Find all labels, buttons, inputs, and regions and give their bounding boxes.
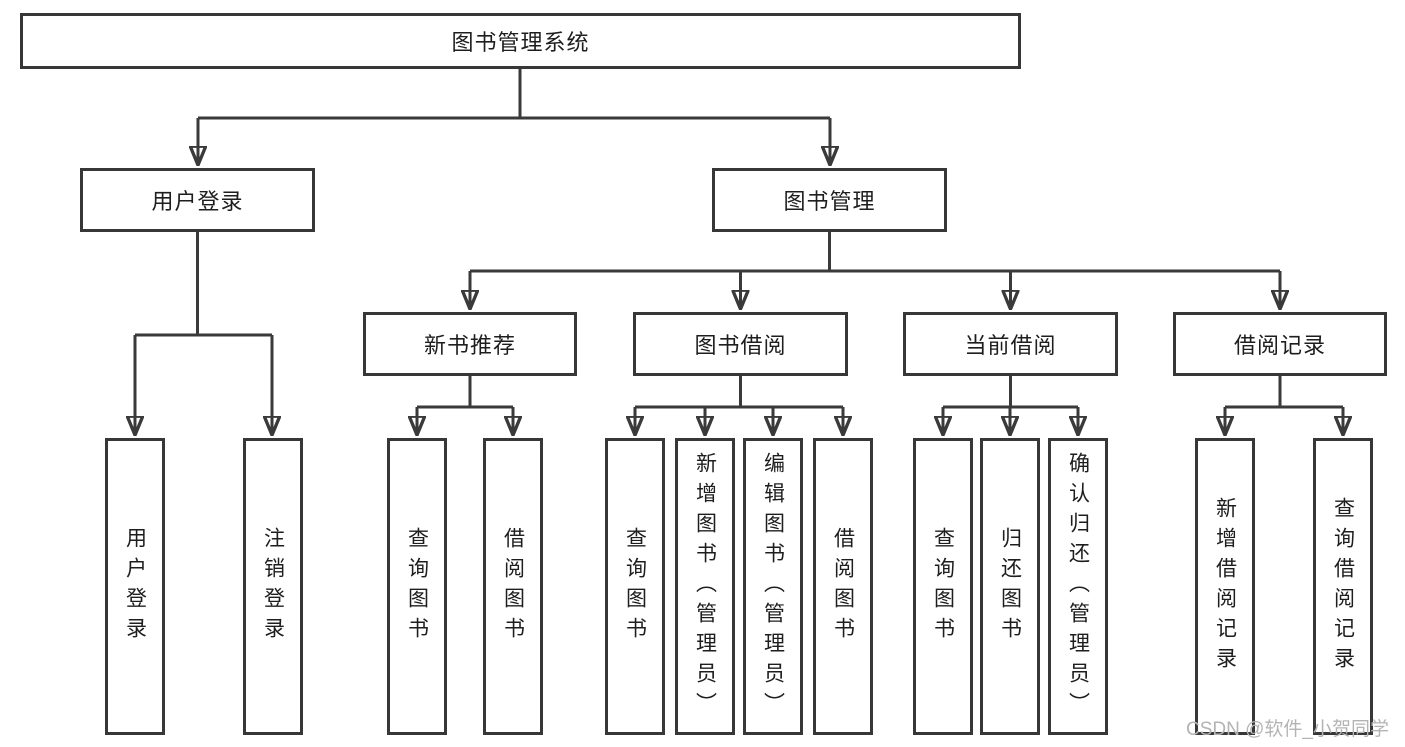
leaf-borrowing-edit-books-admin-label: 编辑图书（管理员） — [761, 451, 785, 722]
leaf-user-login-label: 用户登录 — [123, 526, 147, 647]
leaf-borrowing-borrow-books-label: 借阅图书 — [831, 526, 855, 647]
leaf-recommend-borrow-books: 借阅图书 — [483, 438, 543, 735]
leaf-borrowing-borrow-books: 借阅图书 — [813, 438, 873, 735]
leaf-borrowing-edit-books-admin: 编辑图书（管理员） — [743, 438, 803, 735]
node-root: 图书管理系统 — [20, 13, 1021, 69]
node-book-borrowing-label: 图书借阅 — [694, 333, 787, 358]
leaf-borrowing-add-books-admin-label: 新增图书（管理员） — [693, 451, 717, 722]
leaf-logout: 注销登录 — [243, 438, 303, 735]
node-current-borrowing: 当前借阅 — [903, 312, 1118, 376]
node-root-label: 图书管理系统 — [451, 30, 590, 55]
node-current-borrowing-label: 当前借阅 — [964, 333, 1057, 358]
node-user-login: 用户登录 — [80, 168, 315, 232]
watermark: CSDN @软件_小贺同学 — [1186, 719, 1389, 740]
leaf-borrowing-query-books: 查询图书 — [605, 438, 665, 735]
leaf-records-query-record: 查询借阅记录 — [1313, 438, 1373, 735]
leaf-current-confirm-return-admin-label: 确认归还（管理员） — [1066, 451, 1090, 722]
leaf-current-return-books-label: 归还图书 — [998, 526, 1022, 647]
leaf-user-login: 用户登录 — [105, 438, 165, 735]
leaf-recommend-query-books: 查询图书 — [387, 438, 447, 735]
leaf-borrowing-add-books-admin: 新增图书（管理员） — [675, 438, 735, 735]
node-new-book-recommend: 新书推荐 — [363, 312, 577, 376]
leaf-recommend-query-books-label: 查询图书 — [405, 526, 429, 647]
leaf-borrowing-query-books-label: 查询图书 — [623, 526, 647, 647]
node-borrowing-records: 借阅记录 — [1173, 312, 1387, 376]
node-new-book-recommend-label: 新书推荐 — [423, 333, 516, 358]
leaf-records-add-record-label: 新增借阅记录 — [1213, 496, 1237, 677]
leaf-current-confirm-return-admin: 确认归还（管理员） — [1048, 438, 1108, 735]
leaf-current-query-books-label: 查询图书 — [931, 526, 955, 647]
node-user-login-label: 用户登录 — [151, 189, 244, 214]
node-book-management: 图书管理 — [712, 168, 947, 232]
leaf-current-query-books: 查询图书 — [913, 438, 973, 735]
leaf-current-return-books: 归还图书 — [980, 438, 1040, 735]
leaf-records-add-record: 新增借阅记录 — [1195, 438, 1255, 735]
leaf-recommend-borrow-books-label: 借阅图书 — [501, 526, 525, 647]
node-book-management-label: 图书管理 — [783, 189, 876, 214]
leaf-records-query-record-label: 查询借阅记录 — [1331, 496, 1355, 677]
node-borrowing-records-label: 借阅记录 — [1233, 333, 1326, 358]
leaf-logout-label: 注销登录 — [261, 526, 285, 647]
node-book-borrowing: 图书借阅 — [633, 312, 848, 376]
